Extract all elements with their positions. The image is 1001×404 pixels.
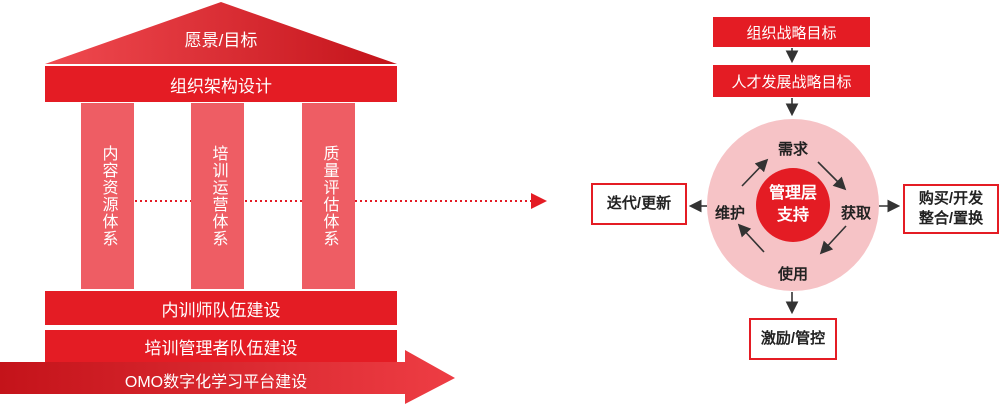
pillar-content-resources: 内容资源体系 xyxy=(81,103,134,289)
pillar-quality-evaluation: 质量评估体系 xyxy=(302,103,355,289)
platform-label: OMO数字化学习平台建设 xyxy=(124,374,308,391)
cycle-acquire-label: 获取 xyxy=(840,204,871,222)
internal-trainer-base: 内训师队伍建设 xyxy=(45,291,397,325)
cycle-use-label: 使用 xyxy=(777,265,808,283)
cycle-demand-label: 需求 xyxy=(777,140,808,158)
incentive-control-box: 激励/管控 xyxy=(749,318,837,360)
talent-strategy-box: 人才发展战略目标 xyxy=(713,65,870,97)
management-support-core: 管理层 支持 xyxy=(768,185,817,224)
purchase-develop-box: 购买/开发 整合/置换 xyxy=(903,184,999,234)
training-manager-base: 培训管理者队伍建设 xyxy=(45,330,397,362)
iterate-update-box: 迭代/更新 xyxy=(591,183,687,225)
org-strategy-box: 组织战略目标 xyxy=(713,17,870,47)
org-design-beam: 组织架构设计 xyxy=(45,66,397,102)
pillar-training-operations: 培训运营体系 xyxy=(191,103,244,289)
cycle-maintain-label: 维护 xyxy=(714,204,745,222)
roof-label: 愿景/目标 xyxy=(184,30,258,50)
